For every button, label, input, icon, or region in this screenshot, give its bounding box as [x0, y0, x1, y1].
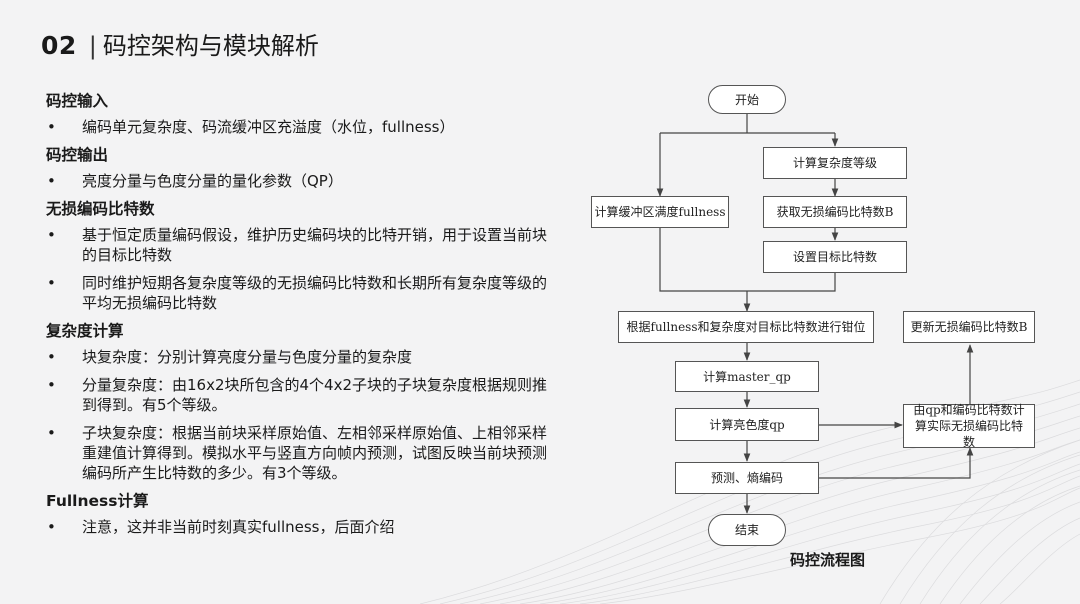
flow-node-calc-fullness: 计算缓冲区满度fullness [591, 196, 729, 228]
bullet-item: • 子块复杂度：根据当前块采样原始值、左相邻采样原始值、上相邻采样重建值计算得到。… [46, 423, 561, 483]
edge-fullness-merge [659, 228, 747, 292]
flow-node-calc-luma-chroma-qp: 计算亮色度qp [675, 408, 819, 441]
bullet-glyph: • [47, 424, 56, 442]
bullet-text: 同时维护短期各复杂度等级的无损编码比特数和长期所有复杂度等级的平均无损编码比特数 [82, 274, 548, 312]
flow-node-get-lossless-bits: 获取无损编码比特数B [763, 196, 907, 228]
bullet-item: • 同时维护短期各复杂度等级的无损编码比特数和长期所有复杂度等级的平均无损编码比特… [46, 273, 561, 313]
edge-start-split [660, 114, 835, 134]
bullet-text: 块复杂度：分别计算亮度分量与色度分量的复杂度 [82, 348, 413, 366]
edge-predict-to-calc-bits [819, 447, 974, 479]
bullet-glyph: • [47, 376, 56, 394]
bullet-glyph: • [47, 118, 56, 136]
flow-node-calc-complexity: 计算复杂度等级 [763, 147, 907, 179]
edge-target-merge [747, 273, 836, 292]
section-complexity: 复杂度计算 • 块复杂度：分别计算亮度分量与色度分量的复杂度 • 分量复杂度：由16… [46, 321, 561, 483]
flow-node-clamp: 根据fullness和复杂度对目标比特数进行钳位 [618, 311, 874, 343]
section-rc-output: 码控输出 • 亮度分量与色度分量的量化参数（QP） [46, 145, 561, 191]
flow-node-set-target-bits: 设置目标比特数 [763, 241, 907, 273]
bullet-item: • 编码单元复杂度、码流缓冲区充溢度（水位，fullness） [46, 117, 561, 137]
flow-node-end: 结束 [708, 514, 786, 546]
bullet-text: 分量复杂度：由16x2块所包含的4个4x2子块的子块复杂度根据规则推到得到。有5… [82, 376, 548, 414]
section-heading: Fullness计算 [46, 492, 149, 510]
section-heading: 无损编码比特数 [46, 200, 155, 218]
section-number: 02 [41, 31, 77, 60]
page-title: 码控架构与模块解析 [102, 32, 319, 60]
bullet-item: • 分量复杂度：由16x2块所包含的4个4x2子块的子块复杂度根据规则推到得到。有… [46, 375, 561, 415]
bullet-glyph: • [47, 274, 56, 292]
bullet-glyph: • [47, 172, 56, 190]
section-rc-input: 码控输入 • 编码单元复杂度、码流缓冲区充溢度（水位，fullness） [46, 91, 561, 137]
header-separator: | [88, 32, 97, 60]
section-lossless-bits: 无损编码比特数 • 基于恒定质量编码假设，维护历史编码块的比特开销，用于设置当前块… [46, 199, 561, 313]
flow-node-update-lossless-bits: 更新无损编码比特数B [903, 311, 1035, 343]
section-heading: 码控输入 [46, 92, 109, 110]
section-fullness: Fullness计算 • 注意，这并非当前时刻真实fullness，后面介绍 [46, 491, 561, 537]
flow-node-predict-entropy: 预测、熵编码 [675, 462, 819, 494]
flow-node-calc-actual-bits: 由qp和编码比特数计算实际无损编码比特数 [903, 403, 1035, 449]
slide-header: 02 | 码控架构与模块解析 [41, 26, 319, 61]
bullet-item: • 基于恒定质量编码假设，维护历史编码块的比特开销，用于设置当前块的目标比特数 [46, 225, 561, 265]
bullet-item: • 块复杂度：分别计算亮度分量与色度分量的复杂度 [46, 347, 561, 367]
bullet-item: • 注意，这并非当前时刻真实fullness，后面介绍 [46, 517, 561, 537]
flowchart-caption: 码控流程图 [789, 551, 865, 569]
bullet-text: 编码单元复杂度、码流缓冲区充溢度（水位，fullness） [82, 118, 455, 136]
bullet-glyph: • [47, 226, 56, 244]
bullet-text: 注意，这并非当前时刻真实fullness，后面介绍 [82, 518, 395, 536]
content-panel: 码控输入 • 编码单元复杂度、码流缓冲区充溢度（水位，fullness） 码控输出… [46, 88, 561, 545]
bullet-glyph: • [47, 348, 56, 366]
bullet-glyph: • [47, 518, 56, 536]
bullet-text: 亮度分量与色度分量的量化参数（QP） [82, 172, 343, 190]
section-heading: 复杂度计算 [46, 322, 124, 340]
bullet-text: 基于恒定质量编码假设，维护历史编码块的比特开销，用于设置当前块的目标比特数 [82, 226, 548, 264]
section-heading: 码控输出 [46, 146, 109, 164]
flow-node-start: 开始 [708, 85, 786, 114]
flow-node-calc-master-qp: 计算master_qp [675, 361, 819, 392]
bullet-item: • 亮度分量与色度分量的量化参数（QP） [46, 171, 561, 191]
bullet-text: 子块复杂度：根据当前块采样原始值、左相邻采样原始值、上相邻采样重建值计算得到。模… [82, 424, 548, 482]
